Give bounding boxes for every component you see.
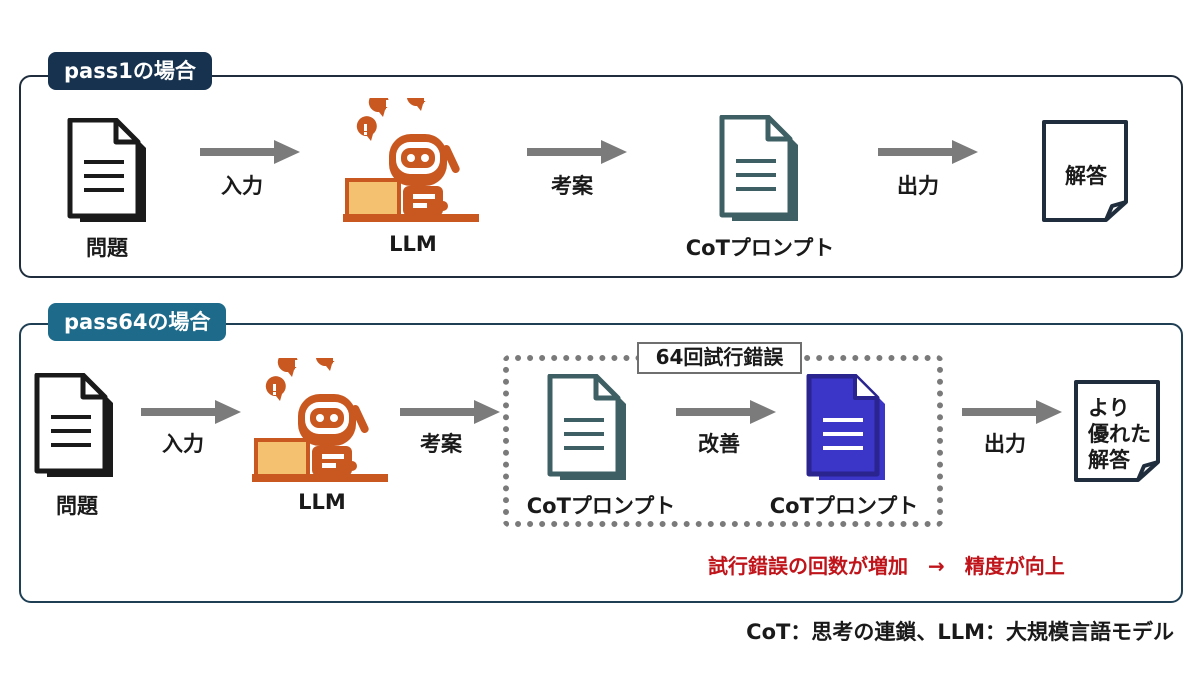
think-label: 考案 <box>551 174 593 198</box>
problem-label: 問題 <box>56 494 98 518</box>
cot-label: CoTプロンプト <box>685 236 835 260</box>
arrow-right-icon <box>527 140 627 164</box>
cot-document-icon <box>719 115 798 221</box>
input-label: 入力 <box>162 432 204 456</box>
pass1-panel <box>19 75 1183 278</box>
arrow-right-icon <box>400 400 500 424</box>
arrow-right-icon <box>676 400 776 424</box>
answer-label: 解答 <box>1065 164 1107 188</box>
trial-error-title: 64回試行錯誤 <box>637 342 802 374</box>
cot-document-icon <box>547 374 626 480</box>
robot-laptop-icon <box>252 358 388 482</box>
improve-label: 改善 <box>698 432 740 456</box>
better-answer-line: 優れた <box>1088 422 1151 446</box>
arrow-right-icon <box>141 400 241 424</box>
improved-cot-label: CoTプロンプト <box>769 494 919 518</box>
arrow-right-icon <box>200 140 300 164</box>
arrow-right-icon <box>962 400 1062 424</box>
answer-sheet-icon <box>1042 120 1128 222</box>
output-label: 出力 <box>984 432 1026 456</box>
pass64-panel <box>19 323 1183 603</box>
robot-laptop-icon <box>343 98 479 222</box>
better-answer-line: 解答 <box>1088 448 1130 472</box>
llm-label: LLM <box>389 232 437 256</box>
better-answer-line: より <box>1088 396 1130 420</box>
pass64-tag: pass64の場合 <box>48 303 227 341</box>
improved-cot-document-icon <box>806 374 885 480</box>
document-icon <box>67 118 146 222</box>
document-icon <box>34 373 113 477</box>
cot-label: CoTプロンプト <box>526 494 676 518</box>
output-label: 出力 <box>897 174 939 198</box>
arrow-right-icon <box>878 140 978 164</box>
pass1-tag: pass1の場合 <box>48 52 212 90</box>
think-label: 考案 <box>420 432 462 456</box>
accuracy-note: 試行錯誤の回数が増加 → 精度が向上 <box>708 554 1065 578</box>
answer-sheet-icon <box>1074 380 1160 482</box>
input-label: 入力 <box>221 174 263 198</box>
footnote: CoT：思考の連鎖、LLM：大規模言語モデル <box>746 620 1174 644</box>
llm-label: LLM <box>298 490 346 514</box>
better-answer-label: より 優れた 解答 <box>1088 395 1151 473</box>
problem-label: 問題 <box>86 236 128 260</box>
